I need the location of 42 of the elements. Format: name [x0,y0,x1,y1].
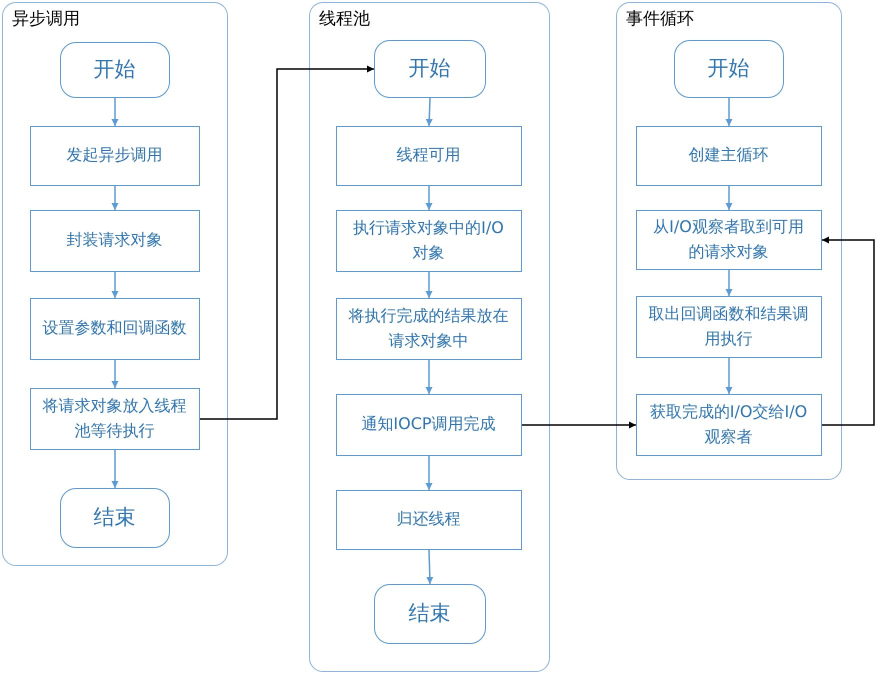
arrow [726,186,732,210]
arrow [112,186,118,210]
process-box: 设置参数和回调函数 [30,298,200,360]
lane-title: 异步调用 [12,9,80,30]
arrow [426,550,434,584]
process-box: 将请求对象放入线程池等待执行 [30,388,200,450]
terminal-box: 开始 [674,40,784,98]
process-box: 归还线程 [336,490,522,550]
swimlane-panel [616,2,842,480]
arrow [522,422,636,428]
swimlane-panel [309,2,550,672]
terminal-box: 开始 [60,42,170,98]
arrow [112,360,118,388]
arrow [426,360,432,394]
process-box: 取出回调函数和结果调用执行 [636,296,822,358]
swimlane-panel [2,2,228,566]
process-box: 将执行完成的结果放在请求对象中 [336,298,522,360]
process-box: 通知IOCP调用完成 [336,394,522,456]
arrow [426,186,432,210]
terminal-box: 开始 [374,40,486,98]
arrow [822,236,875,426]
arrow [200,66,374,420]
lane-title: 线程池 [319,9,370,30]
process-box: 从I/O观察者取到可用的请求对象 [636,210,822,270]
arrow [726,98,732,126]
process-box: 线程可用 [336,126,522,186]
process-box: 执行请求对象中的I/O对象 [336,210,522,272]
terminal-box: 结束 [60,488,170,548]
arrow [112,98,118,126]
arrow [426,272,432,298]
arrow [112,272,118,298]
process-box: 封装请求对象 [30,210,200,272]
terminal-box: 结束 [374,584,486,644]
arrow [726,358,732,394]
arrow [426,456,432,490]
arrow [426,98,433,126]
lane-title: 事件循环 [626,9,694,30]
arrow [726,270,732,296]
process-box: 发起异步调用 [30,126,200,186]
arrow [112,450,118,488]
process-box: 创建主循环 [636,126,822,186]
process-box: 获取完成的I/O交给I/O观察者 [636,394,822,456]
